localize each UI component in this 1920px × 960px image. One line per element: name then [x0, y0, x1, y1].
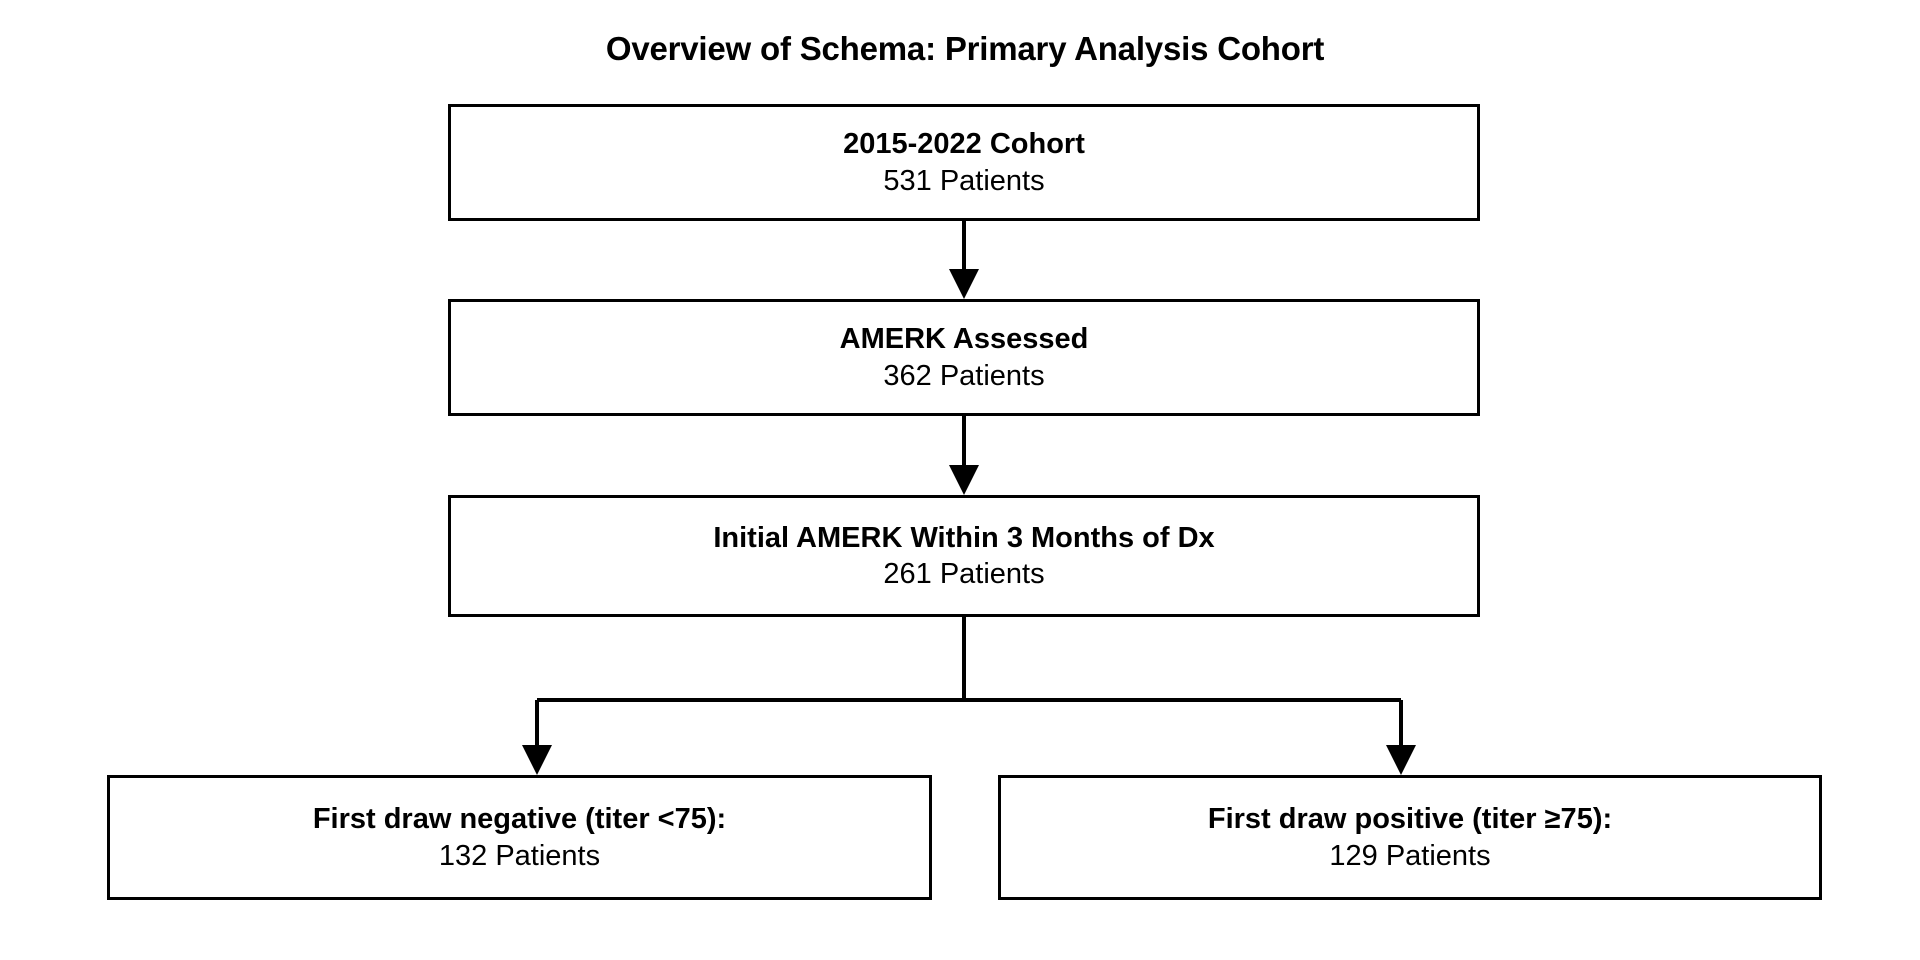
edge-branch-to-positive	[1386, 700, 1416, 775]
node-positive-count: 129 Patients	[1329, 839, 1491, 872]
node-initial: Initial AMERK Within 3 Months of Dx 261 …	[448, 495, 1480, 617]
node-assessed-label: AMERK Assessed	[839, 323, 1089, 356]
node-negative-label: First draw negative (titer <75):	[312, 803, 727, 836]
edge-assessed-to-initial	[949, 416, 979, 495]
node-first-draw-negative: First draw negative (titer <75): 132 Pat…	[107, 775, 932, 900]
node-negative-count: 132 Patients	[438, 839, 601, 872]
node-initial-count: 261 Patients	[883, 558, 1045, 590]
edge-branch-to-negative	[522, 700, 552, 775]
edge-cohort-to-assessed	[949, 221, 979, 299]
node-cohort: 2015-2022 Cohort 531 Patients	[448, 104, 1480, 221]
node-initial-label: Initial AMERK Within 3 Months of Dx	[713, 521, 1215, 554]
node-positive-label: First draw positive (titer ≥75):	[1207, 803, 1613, 836]
node-cohort-label: 2015-2022 Cohort	[843, 128, 1085, 161]
node-assessed-count: 362 Patients	[883, 359, 1045, 392]
page-title: Overview of Schema: Primary Analysis Coh…	[0, 30, 1920, 68]
node-cohort-count: 531 Patients	[883, 164, 1045, 197]
page-title-text: Overview of Schema: Primary Analysis Coh…	[605, 30, 1325, 67]
node-assessed: AMERK Assessed 362 Patients	[448, 299, 1480, 416]
node-first-draw-positive: First draw positive (titer ≥75): 129 Pat…	[998, 775, 1822, 900]
edge-initial-to-branch	[537, 617, 1401, 702]
